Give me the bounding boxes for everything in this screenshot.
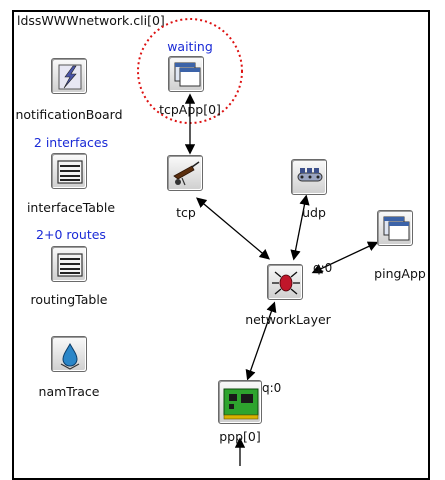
nam-trace-module[interactable]: [51, 336, 87, 372]
network-card-icon: [223, 388, 259, 420]
ppp-label: ppp[0]: [219, 429, 261, 444]
interface-table-label: interfaceTable: [26, 200, 116, 215]
ping-app-label: pingApp: [374, 266, 426, 281]
network-canvas: ldssWWWnetwork.cli[0] notificationBoard …: [12, 10, 430, 480]
connection-pingapp-networklayer: [311, 241, 379, 274]
routing-table-status: 2+0 routes: [36, 227, 106, 242]
app-window-icon: [174, 62, 201, 87]
conveyor-icon: [297, 168, 323, 182]
notification-board-label: notificationBoard: [15, 107, 123, 122]
routing-table-module[interactable]: [51, 246, 87, 282]
udp-module[interactable]: [291, 159, 327, 195]
connections-layer: [137, 18, 379, 466]
table-icon: [57, 160, 83, 184]
connection-udp-networklayer: [290, 194, 310, 261]
notification-board-module[interactable]: [51, 58, 87, 94]
ppp-module[interactable]: [218, 380, 262, 424]
drop-icon: [60, 342, 80, 370]
udp-label: udp: [302, 205, 326, 220]
interface-table-module[interactable]: [51, 153, 87, 189]
tcp-module[interactable]: [167, 155, 203, 191]
connection-tcp-networklayer: [196, 197, 270, 260]
interface-table-status: 2 interfaces: [33, 135, 109, 150]
routing-table-label: routingTable: [30, 292, 108, 307]
tcp-label: tcp: [176, 205, 196, 220]
lightning-icon: [58, 64, 82, 90]
nam-trace-label: namTrace: [38, 384, 100, 399]
connection-networklayer-ppp: [245, 301, 277, 381]
table-icon: [57, 253, 83, 277]
network-layer-module[interactable]: [267, 264, 303, 300]
network-layer-gate-label: q:0: [313, 261, 333, 275]
network-layer-label: networkLayer: [245, 312, 331, 327]
network-title: ldssWWWnetwork.cli[0]: [17, 13, 165, 28]
ppp-gate-label: q:0: [262, 381, 282, 395]
router-icon: [272, 271, 300, 295]
tcp-app-status: waiting: [167, 39, 213, 54]
ping-app-module[interactable]: [377, 210, 413, 246]
tcp-app-label: tcpApp[0]: [159, 102, 221, 117]
wheelbarrow-icon: [173, 161, 200, 186]
app-window-icon: [383, 216, 410, 241]
tcp-app-module[interactable]: [168, 56, 204, 92]
